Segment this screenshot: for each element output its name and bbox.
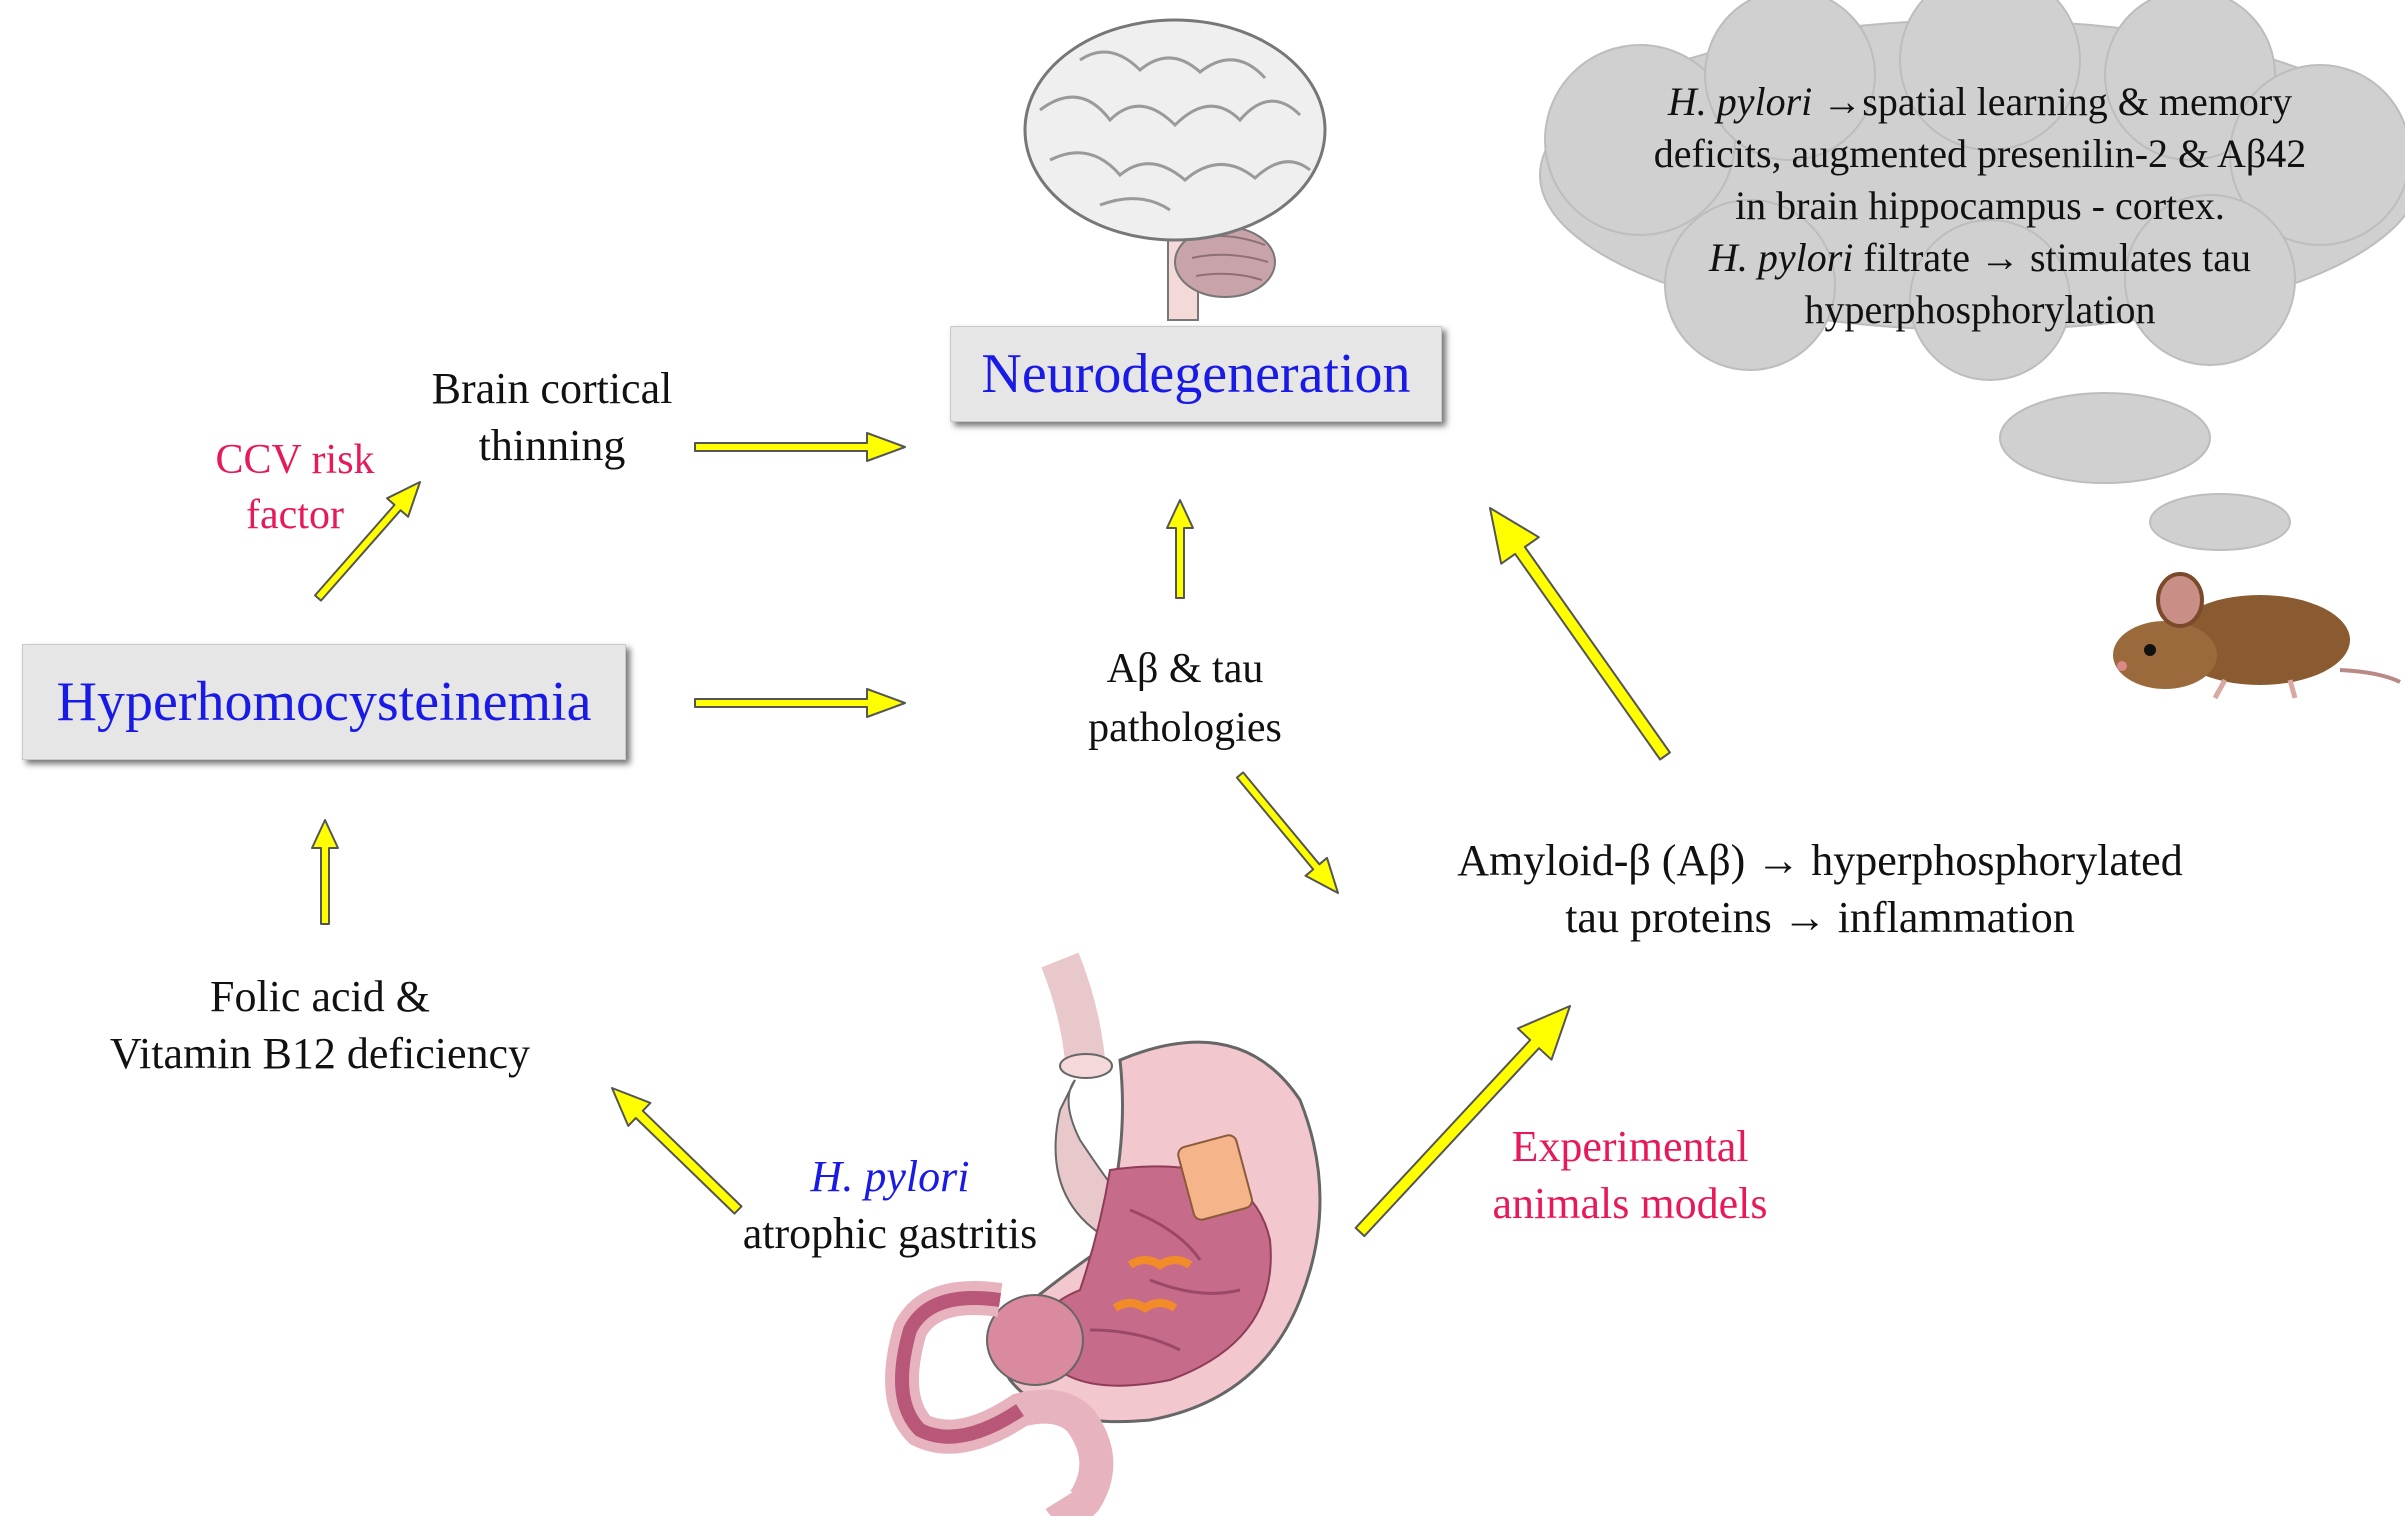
ab-tau-line1: Aβ & tau xyxy=(1106,646,1264,692)
amyloid-line1: Amyloid-β (Aβ) → hyperphosphorylated xyxy=(1457,836,2183,885)
brain-icon xyxy=(1023,18,1327,321)
hyperhomocysteinemia-box: Hyperhomocysteinemia xyxy=(22,644,626,760)
ab-tau-line2: pathologies xyxy=(1088,704,1282,751)
arrow-gastritis-to-folic xyxy=(611,1087,743,1215)
amyloid-cascade: Amyloid-β (Aβ) → hyperphosphorylated tau… xyxy=(1380,832,2260,946)
ab-tau-pathologies: Aβ & tau pathologies xyxy=(1035,640,1335,758)
atrophic-gastritis-label: atrophic gastritis xyxy=(742,1209,1038,1259)
ccv-risk-line1: CCV risk xyxy=(215,437,375,483)
folic-acid-b12: Folic acid & Vitamin B12 deficiency xyxy=(45,968,595,1082)
thought-cloud-icon xyxy=(1539,0,2405,551)
cloud-species-1: H. pylori xyxy=(1667,79,1813,124)
arrow-abtau-to-neuro xyxy=(1166,499,1194,599)
neurodegeneration-label: Neurodegeneration xyxy=(981,343,1411,405)
experimental-line2: animals models xyxy=(1492,1179,1768,1229)
folic-line1: Folic acid & xyxy=(210,972,430,1021)
cloud-line4: filtrate → stimulates tau xyxy=(1853,235,2252,280)
cloud-line5: hyperphosphorylation xyxy=(1804,287,2156,332)
mouse-icon xyxy=(2113,572,2401,700)
ccv-risk-line2: factor xyxy=(246,491,344,538)
hpylori-atrophic-gastritis: H. pylori atrophic gastritis xyxy=(690,1148,1090,1262)
arrow-cortical-to-neuro xyxy=(694,432,906,462)
hpylori-species: H. pylori xyxy=(810,1152,970,1201)
amyloid-line2: tau proteins → inflammation xyxy=(1565,893,2075,943)
arrow-folic-to-hhcy xyxy=(311,819,339,925)
cloud-text: H. pylori →spatial learning & memory def… xyxy=(1560,76,2400,336)
arrow-animals-to-amyloid xyxy=(1354,1005,1571,1238)
stomach-icon xyxy=(885,952,1322,1516)
arrow-hhcy-to-abtau xyxy=(694,688,906,718)
neurodegeneration-box: Neurodegeneration xyxy=(950,326,1442,422)
cloud-line3: in brain hippocampus - cortex. xyxy=(1735,183,2225,228)
cloud-line1: →spatial learning & memory xyxy=(1812,79,2293,124)
brain-cortical-thinning: Brain cortical thinning xyxy=(392,360,712,474)
arrow-amyloid-to-neuro xyxy=(1489,507,1671,761)
ccv-risk-factor: CCV risk factor xyxy=(165,433,425,542)
folic-line2: Vitamin B12 deficiency xyxy=(109,1029,531,1079)
brain-cortical-line1: Brain cortical xyxy=(431,364,673,413)
experimental-animal-models: Experimental animals models xyxy=(1440,1118,1820,1232)
arrow-abtau-to-amyloid xyxy=(1235,771,1339,894)
arrow-ccv-to-cortical xyxy=(314,481,421,602)
cloud-species-2: H. pylori xyxy=(1708,235,1854,280)
experimental-line1: Experimental xyxy=(1511,1122,1749,1171)
hyperhomocysteinemia-label: Hyperhomocysteinemia xyxy=(56,671,592,733)
cloud-line2: deficits, augmented presenilin-2 & Aβ42 xyxy=(1653,131,2307,176)
brain-cortical-line2: thinning xyxy=(478,421,626,471)
